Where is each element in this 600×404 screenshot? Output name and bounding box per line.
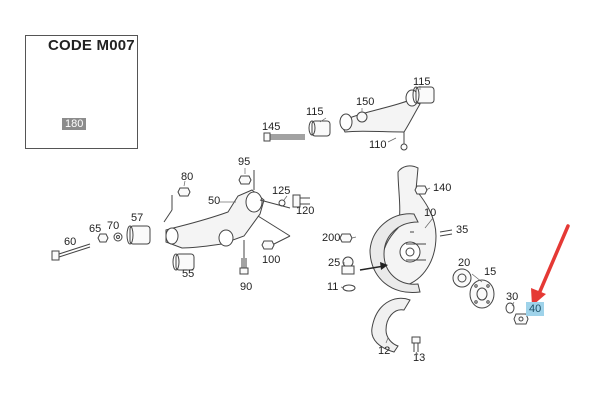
steering-knuckle xyxy=(381,165,437,287)
part-label-13[interactable]: 13 xyxy=(413,352,426,364)
part-label-35[interactable]: 35 xyxy=(456,224,469,236)
part-label-200[interactable]: 200 xyxy=(322,232,341,244)
nut-100 xyxy=(261,240,275,250)
bushing-115-top xyxy=(412,86,435,104)
part-label-10[interactable]: 10 xyxy=(424,207,437,219)
part-label-95[interactable]: 95 xyxy=(238,156,251,168)
part-label-125[interactable]: 125 xyxy=(272,185,291,197)
part-label-12[interactable]: 12 xyxy=(378,345,391,357)
upper-control-arm xyxy=(339,89,421,151)
part-label-110[interactable]: 110 xyxy=(369,139,387,151)
part-label-140[interactable]: 140 xyxy=(433,182,452,194)
bolt-145 xyxy=(263,132,305,142)
part-label-11[interactable]: 11 xyxy=(327,281,339,293)
nut-95 xyxy=(238,175,252,185)
part-label-55[interactable]: 55 xyxy=(182,268,195,280)
part-label-90[interactable]: 90 xyxy=(240,281,253,293)
part-label-115-left[interactable]: 115 xyxy=(306,106,324,118)
washer-125 xyxy=(278,199,286,207)
part-label-65[interactable]: 65 xyxy=(89,223,102,235)
part-label-180[interactable]: 180 xyxy=(62,118,87,130)
bearing-20 xyxy=(452,268,472,288)
bushing-55 xyxy=(172,253,195,271)
lower-control-arm xyxy=(163,170,291,268)
leader-lines xyxy=(183,86,515,356)
part-label-60[interactable]: 60 xyxy=(64,236,77,248)
part-label-57[interactable]: 57 xyxy=(131,212,144,224)
nut-80 xyxy=(177,187,191,197)
part-label-115-top[interactable]: 115 xyxy=(413,76,431,88)
part-label-145[interactable]: 145 xyxy=(262,121,281,133)
part-label-80[interactable]: 80 xyxy=(181,171,194,183)
shield-12 xyxy=(371,297,411,353)
washer-30 xyxy=(505,302,515,314)
part-label-15[interactable]: 15 xyxy=(484,266,497,278)
nut-140 xyxy=(414,185,428,195)
part-label-150[interactable]: 150 xyxy=(356,96,375,108)
part-label-20[interactable]: 20 xyxy=(458,257,471,269)
bolt-90 xyxy=(239,258,249,275)
washer-70 xyxy=(113,232,123,242)
bolt-120 xyxy=(292,194,310,208)
part-label-25[interactable]: 25 xyxy=(328,257,341,269)
part-label-30[interactable]: 30 xyxy=(506,291,519,303)
bolt-35 xyxy=(439,229,453,237)
part-label-70[interactable]: 70 xyxy=(107,220,120,232)
inset-title: CODE M007 xyxy=(48,37,135,54)
dust-shield xyxy=(369,213,426,294)
bolt-13 xyxy=(411,336,421,352)
nut-65 xyxy=(97,233,109,243)
ball-joint-150 xyxy=(356,111,368,123)
bushing-57 xyxy=(126,225,151,245)
red-pointer-arrow xyxy=(531,224,570,306)
assembly-arrow xyxy=(359,262,388,271)
part-label-100[interactable]: 100 xyxy=(262,254,281,266)
nut-200 xyxy=(339,233,353,243)
ball-joint-25 xyxy=(341,256,355,275)
wheel-hub-15 xyxy=(469,279,495,309)
bolt-60 xyxy=(51,243,91,261)
part-label-40[interactable]: 40 xyxy=(526,302,545,316)
bushing-115-left xyxy=(308,120,331,137)
part-label-50[interactable]: 50 xyxy=(208,195,221,207)
clip-11 xyxy=(342,284,356,292)
inset-box: CODE M007 xyxy=(25,35,138,149)
part-label-120[interactable]: 120 xyxy=(296,205,315,217)
